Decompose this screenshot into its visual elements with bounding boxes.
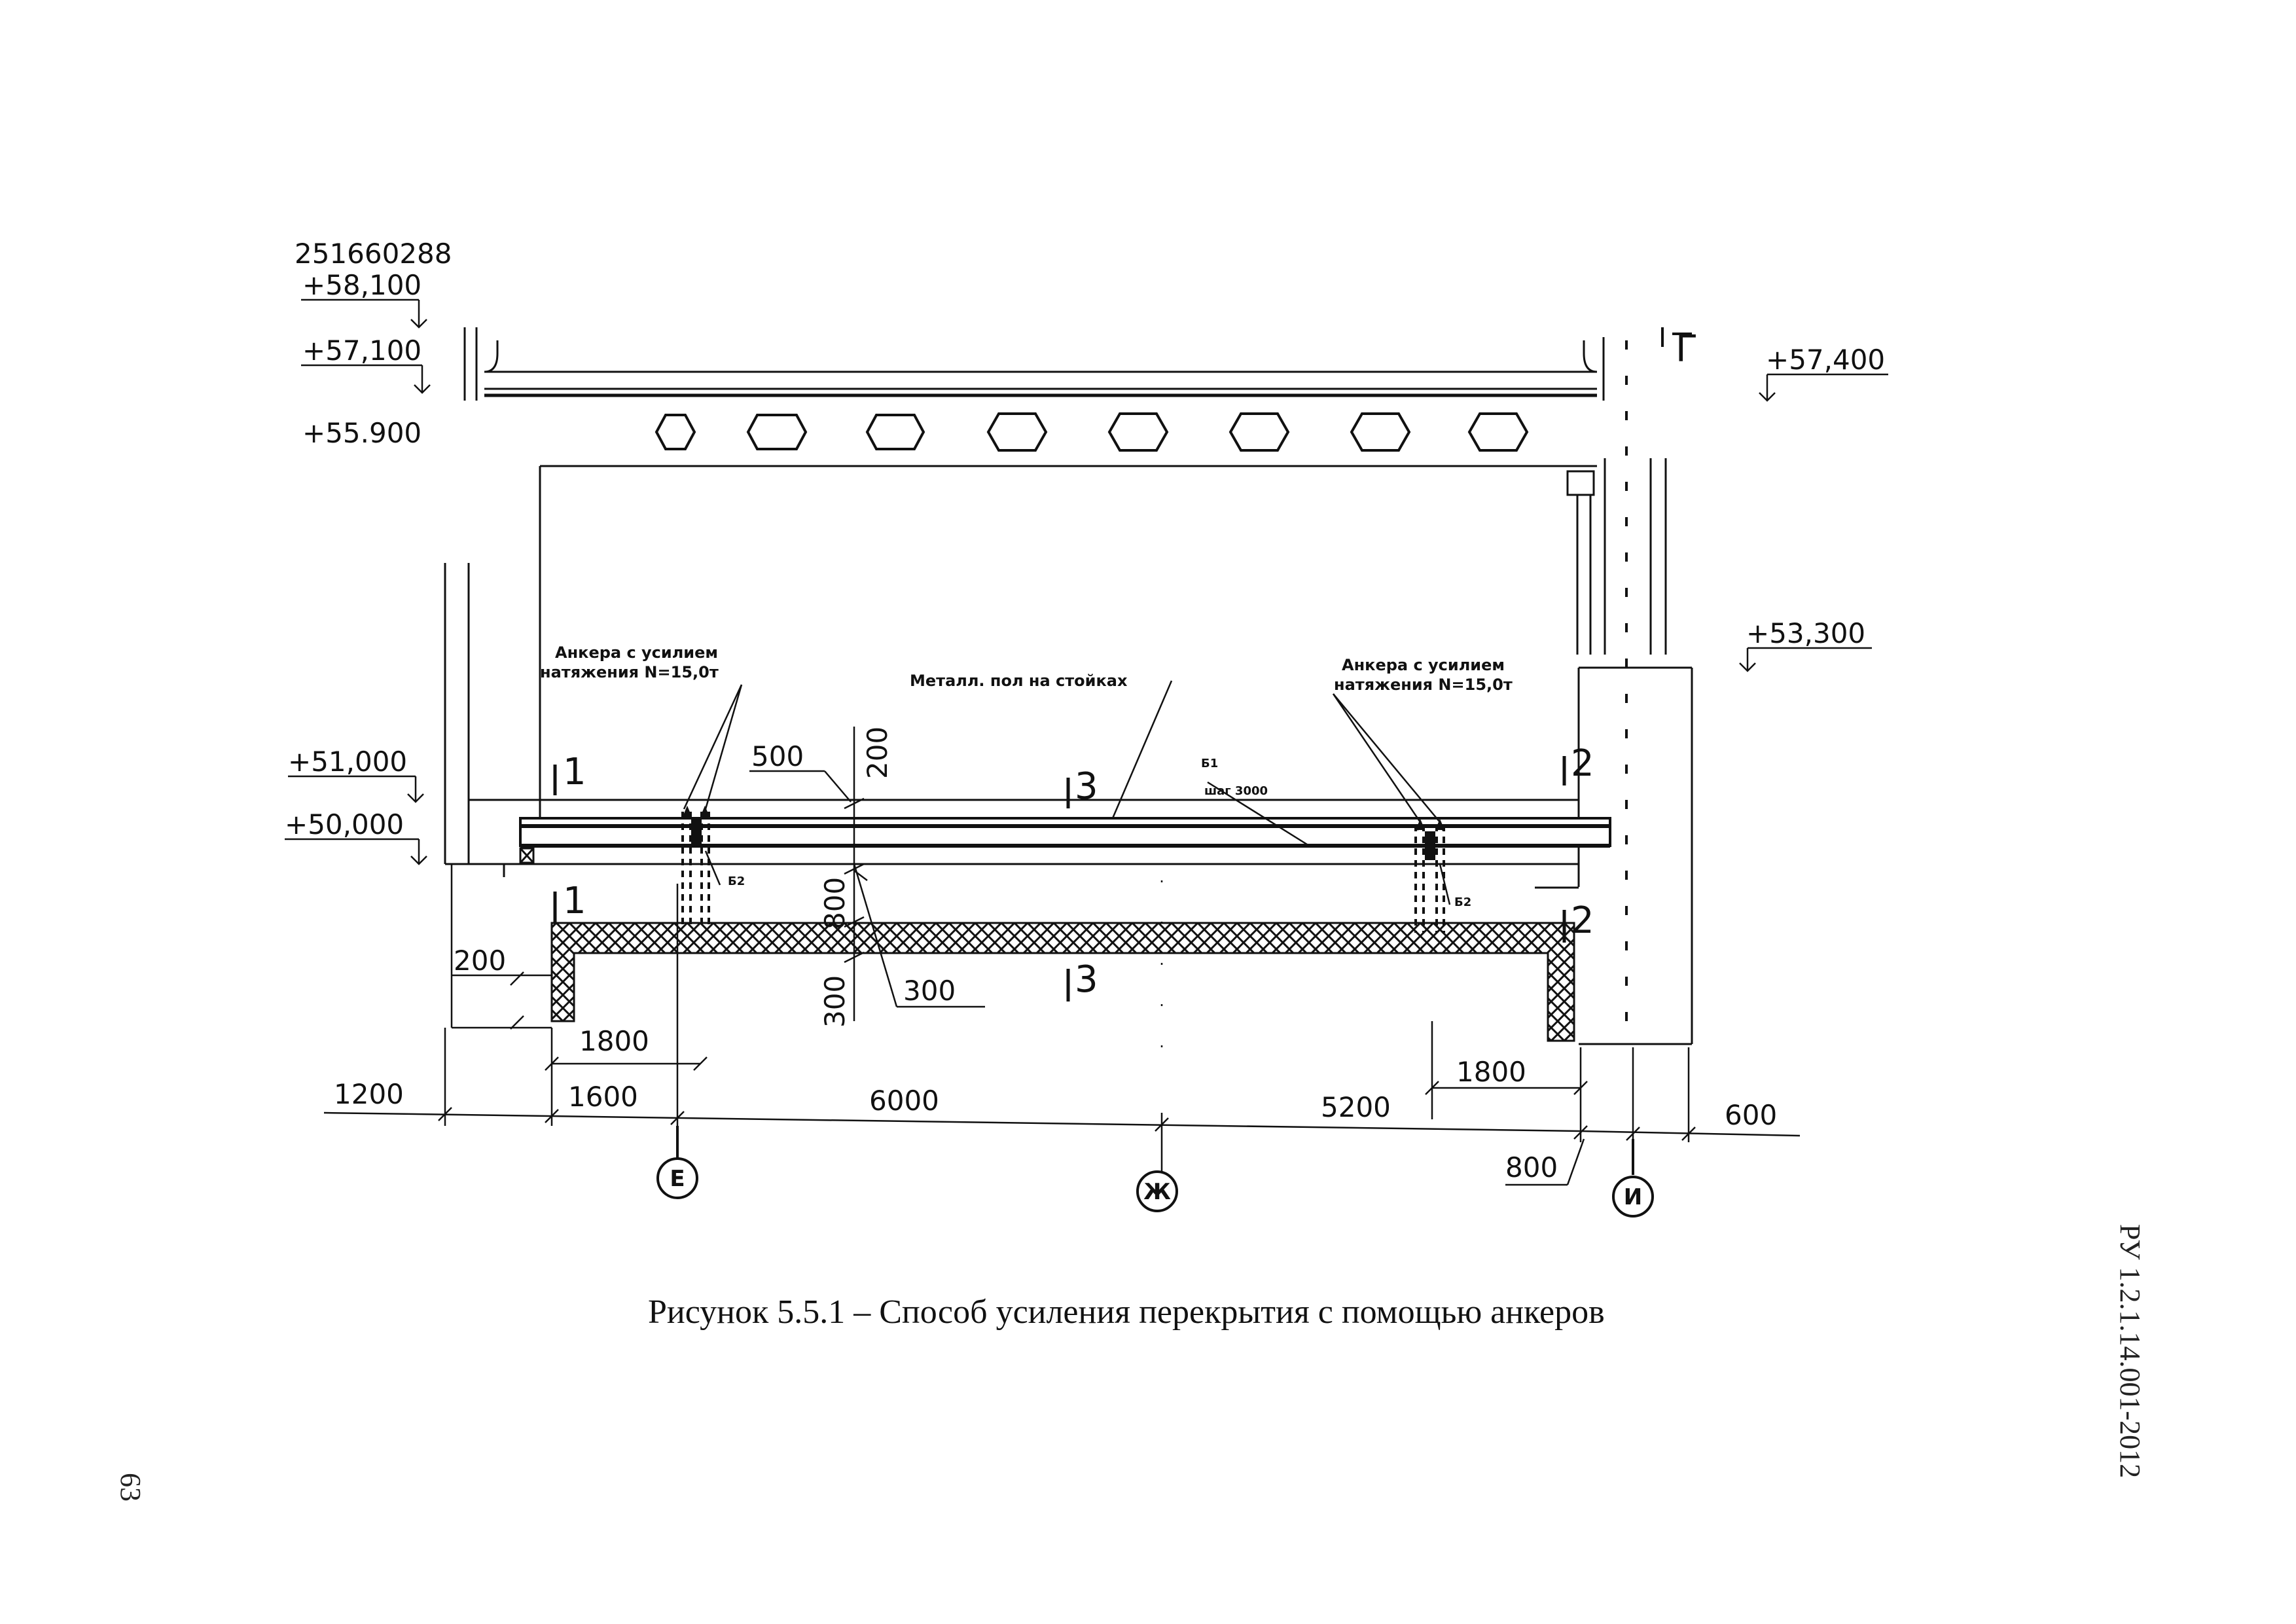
- dim-200-vertical: 200: [861, 727, 893, 779]
- anchor-note-left-line1: Анкера с усилием: [555, 643, 718, 662]
- dim-6000: 6000: [869, 1085, 939, 1117]
- section-2-top: 2: [1571, 742, 1594, 785]
- hollow-core-voids: [655, 412, 1529, 452]
- dim-5200: 5200: [1321, 1091, 1391, 1123]
- elevation-55900: +55.900: [302, 417, 422, 449]
- elevation-57100: +57,100: [302, 334, 422, 367]
- dimension-chain: [323, 880, 1801, 1186]
- section-3-bottom: 3: [1075, 958, 1098, 1001]
- dim-500: 500: [751, 740, 804, 772]
- axis-i-label: И: [1624, 1184, 1642, 1210]
- elevation-markers: [285, 298, 1888, 865]
- axis-markers: [656, 1126, 1654, 1218]
- dim-1200: 1200: [334, 1078, 404, 1110]
- dim-300-vertical: 300: [819, 975, 851, 1028]
- ceiling-line: [539, 465, 1597, 825]
- dim-800-bottom: 800: [1505, 1151, 1558, 1183]
- dim-1600: 1600: [568, 1081, 638, 1113]
- left-wall: [444, 563, 504, 865]
- beam-b2-label-right: Б2: [1454, 895, 1471, 909]
- anchor-note-left-line2: натяжения N=15,0т: [540, 663, 719, 681]
- elevation-53300: +53,300: [1746, 617, 1865, 649]
- anchor-left: [681, 805, 710, 929]
- document-code: РУ 1.2.1.14.001-2012: [2114, 1224, 2146, 1479]
- axis-zh-label: Ж: [1143, 1179, 1171, 1205]
- elevation-51000: +51,000: [288, 746, 407, 778]
- page-number: 63: [115, 1473, 147, 1502]
- axis-top-marker: Г: [1676, 328, 1698, 370]
- drawing-id: 251660288: [295, 238, 452, 270]
- vertical-dimensions: [844, 727, 868, 1021]
- dim-1800-left: 1800: [579, 1025, 649, 1057]
- section-marks: [553, 756, 1566, 1001]
- dim-800-vertical: 800: [819, 877, 851, 929]
- section-2-bottom: 2: [1571, 899, 1594, 942]
- beam-b2-label-left: Б2: [728, 875, 745, 888]
- figure-caption: Рисунок 5.5.1 – Способ усиления перекрыт…: [648, 1293, 1605, 1331]
- anchor-note-right-line2: натяжения N=15,0т: [1334, 676, 1513, 694]
- section-3-top: 3: [1075, 765, 1098, 808]
- right-column: [1566, 327, 1693, 1047]
- beam-b1-label: Б1: [1201, 757, 1218, 770]
- roof-slab: [463, 327, 1605, 401]
- dim-200: 200: [454, 945, 506, 977]
- metal-floor-note: Металл. пол на стойках: [910, 672, 1128, 690]
- elevation-50000: +50,000: [285, 808, 404, 840]
- elevation-58100: +58,100: [302, 269, 422, 301]
- reinforcement-slab: [550, 922, 1575, 1042]
- section-1-top: 1: [563, 751, 586, 793]
- dim-1800-right: 1800: [1456, 1056, 1526, 1088]
- section-1-bottom: 1: [563, 880, 586, 922]
- dim-600: 600: [1725, 1099, 1777, 1131]
- dim-200-left: [450, 864, 552, 1030]
- dim-300: 300: [903, 975, 956, 1007]
- anchor-note-right-line1: Анкера с усилием: [1342, 656, 1505, 674]
- axis-e-label: Е: [670, 1166, 685, 1192]
- leader-lines: [683, 680, 1451, 1008]
- elevation-57400: +57,400: [1766, 344, 1885, 376]
- beam-b1-step: шаг 3000: [1204, 784, 1268, 798]
